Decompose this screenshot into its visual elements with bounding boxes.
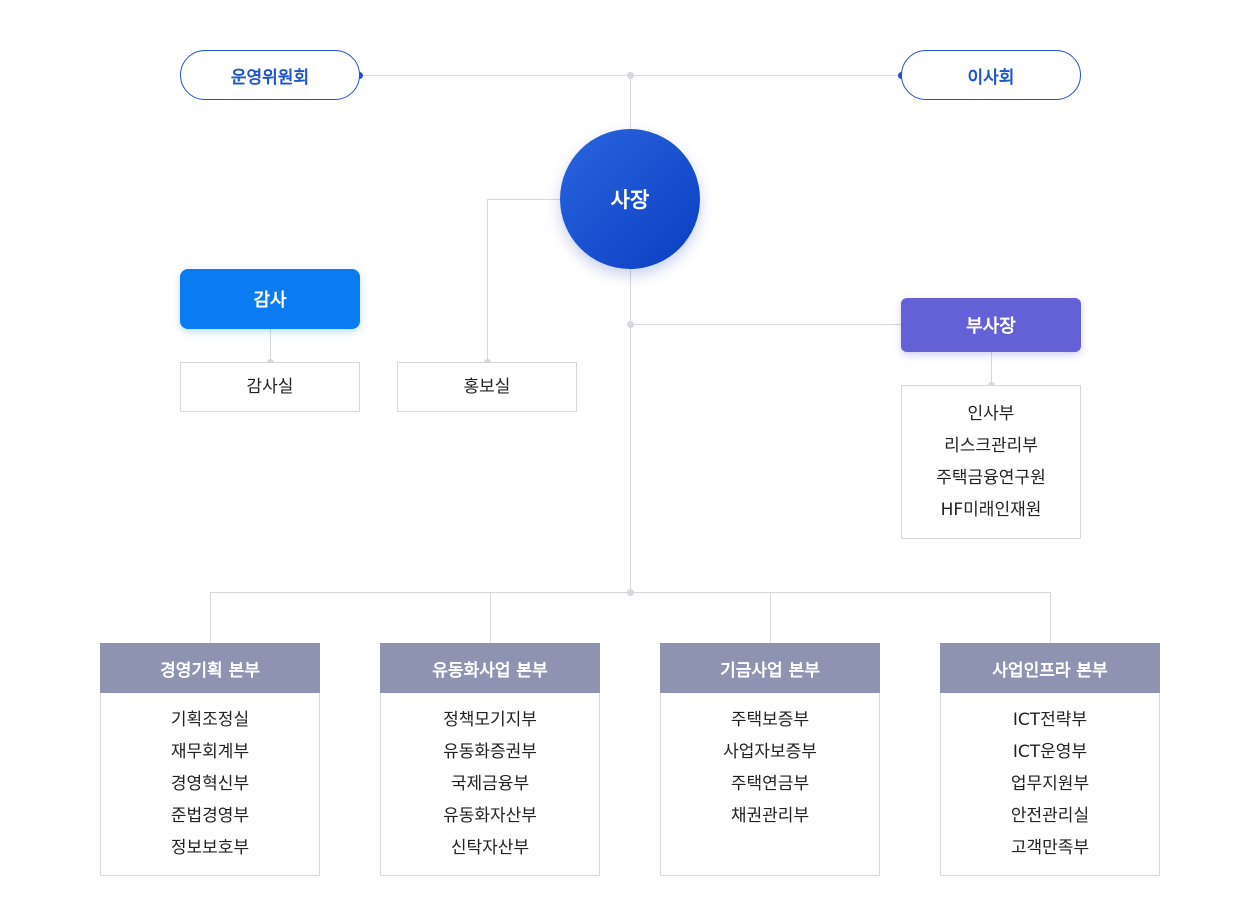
division-unit-item[interactable]: 정책모기지부 (443, 710, 537, 730)
pr-office-label: 홍보실 (463, 377, 511, 397)
division-securitization-units: 정책모기지부 유동화증권부 국제금융부 유동화자산부 신탁자산부 (380, 693, 600, 876)
division-3-drop-line (770, 592, 771, 643)
division-bus-line (210, 592, 1051, 593)
division-unit-item[interactable]: 고객만족부 (1010, 838, 1090, 858)
division-unit-item[interactable]: 정보보호부 (170, 838, 250, 858)
division-unit-item[interactable]: 주택보증부 (730, 710, 810, 730)
ceo-to-pr-line (487, 199, 560, 200)
division-2-drop-line (490, 592, 491, 643)
division-securitization-header[interactable]: 유동화사업 본부 (380, 643, 600, 693)
operating-committee-node[interactable]: 운영위원회 (180, 50, 360, 100)
division-business-infra-units: ICT전략부 ICT운영부 업무지원부 안전관리실 고객만족부 (940, 693, 1160, 876)
division-fund-business-header[interactable]: 기금사업 본부 (660, 643, 880, 693)
vice-president-units: 인사부 리스크관리부 주택금융연구원 HF미래인재원 (901, 385, 1081, 539)
division-unit-item[interactable]: 채권관리부 (730, 806, 810, 826)
division-fund-business-units: 주택보증부 사업자보증부 주택연금부 채권관리부 (660, 693, 880, 876)
division-unit-item[interactable]: ICT운영부 (1012, 742, 1088, 762)
audit-office-node[interactable]: 감사실 (180, 362, 360, 412)
division-management-planning-header[interactable]: 경영기획 본부 (100, 643, 320, 693)
division-management-planning-units: 기획조정실 재무회계부 경영혁신부 준법경영부 정보보호부 (100, 693, 320, 876)
division-unit-item[interactable]: 준법경영부 (170, 806, 250, 826)
vp-unit-item[interactable]: HF미래인재원 (940, 500, 1042, 520)
audit-office-label: 감사실 (246, 377, 294, 397)
ceo-node[interactable]: 사장 (560, 129, 700, 269)
vp-to-units-line (991, 352, 992, 385)
vice-president-node[interactable]: 부사장 (901, 298, 1081, 352)
top-to-ceo-line (630, 75, 631, 129)
division-unit-item[interactable]: ICT전략부 (1012, 710, 1088, 730)
pr-office-node[interactable]: 홍보실 (397, 362, 577, 412)
division-unit-item[interactable]: 재무회계부 (170, 742, 250, 762)
division-unit-item[interactable]: 경영혁신부 (170, 774, 250, 794)
vp-unit-item[interactable]: 인사부 (967, 404, 1015, 424)
audit-to-office-line (270, 329, 271, 363)
vp-unit-item[interactable]: 주택금융연구원 (936, 468, 1046, 488)
division-unit-item[interactable]: 업무지원부 (1010, 774, 1090, 794)
division-unit-item[interactable]: 주택연금부 (730, 774, 810, 794)
vp-unit-item[interactable]: 리스크관리부 (944, 436, 1038, 456)
division-unit-item[interactable]: 안전관리실 (1010, 806, 1090, 826)
division-unit-item[interactable]: 신탁자산부 (450, 838, 530, 858)
division-business-infra-header[interactable]: 사업인프라 본부 (940, 643, 1160, 693)
division-unit-item[interactable]: 기획조정실 (170, 710, 250, 730)
main-trunk-line (630, 269, 631, 592)
division-unit-item[interactable]: 사업자보증부 (723, 742, 817, 762)
board-of-directors-node[interactable]: 이사회 (901, 50, 1081, 100)
division-1-drop-line (210, 592, 211, 643)
pr-vertical-line (487, 199, 488, 363)
division-unit-item[interactable]: 유동화자산부 (443, 806, 537, 826)
division-4-drop-line (1050, 592, 1051, 643)
ceo-to-vp-line (630, 324, 901, 325)
audit-node[interactable]: 감사 (180, 269, 360, 329)
division-unit-item[interactable]: 국제금융부 (450, 774, 530, 794)
division-unit-item[interactable]: 유동화증권부 (443, 742, 537, 762)
